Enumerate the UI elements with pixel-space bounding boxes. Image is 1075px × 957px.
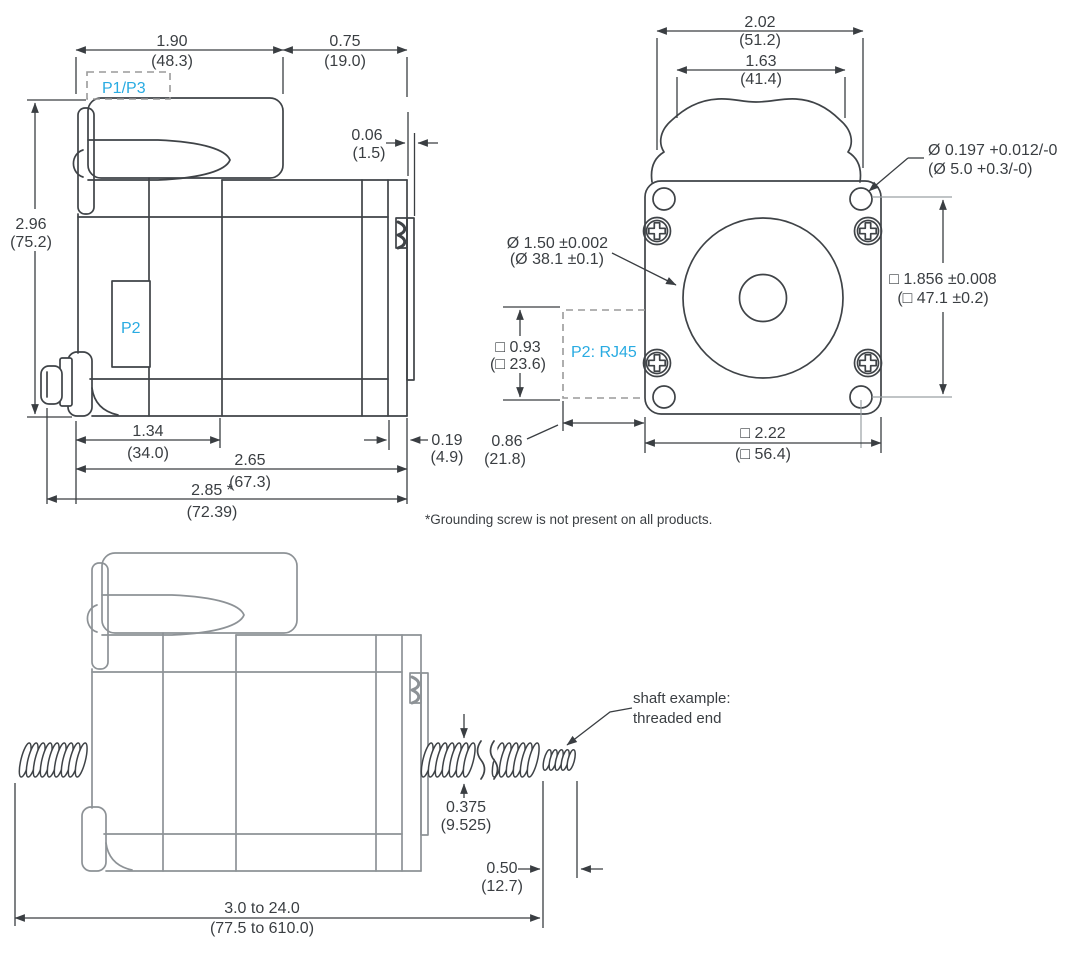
dim-hole-pattern-mm: (□ 47.1 ±0.2) xyxy=(897,290,988,307)
dim-shaft-dia-in: 0.375 xyxy=(446,799,486,816)
dim-cap-length-in: 1.90 xyxy=(156,33,187,50)
side-view-dimension-text: 1.90 (48.3) 0.75 (19.0) 0.06 (1.5) 2.96 … xyxy=(10,33,463,521)
mount-hole-top-left xyxy=(652,187,676,211)
side-view-dimensions xyxy=(27,46,438,504)
dim-frame-mm: (□ 56.4) xyxy=(735,446,791,463)
dim-conn-height-mm: (□ 23.6) xyxy=(490,356,546,373)
dim-mount-hole-mm: (Ø 5.0 +0.3/-0) xyxy=(928,161,1033,178)
dim-mount-hole-in: Ø 0.197 +0.012/-0 xyxy=(928,142,1058,159)
dim-thread-len-mm: (12.7) xyxy=(481,878,523,895)
shaft-callout-line2: threaded end xyxy=(633,710,721,727)
dim-pilot-mm: (Ø 38.1 ±0.1) xyxy=(510,251,604,268)
shaft-view-text: shaft example: threaded end 0.375 (9.525… xyxy=(210,690,731,937)
dim-height-in: 2.96 xyxy=(15,216,46,233)
thread-right-a xyxy=(420,742,476,778)
dim-rear-in: 1.34 xyxy=(132,423,163,440)
shaft-hole xyxy=(738,273,788,323)
dim-boss-in: 0.06 xyxy=(351,127,382,144)
dim-flange-in: 0.19 xyxy=(431,432,462,449)
p2-label: P2 xyxy=(121,320,141,337)
dim-cap-width-mm: (51.2) xyxy=(739,32,781,49)
dim-shaft-dia-mm: (9.525) xyxy=(441,817,492,834)
leadscrew-threads xyxy=(18,742,576,778)
front-view-dimension-text: 2.02 (51.2) 1.63 (41.4) Ø 0.197 +0.012/-… xyxy=(484,14,1057,468)
dim-shaft-range-mm: (77.5 to 610.0) xyxy=(210,920,314,937)
dim-boss-mm: (1.5) xyxy=(353,145,386,162)
dim-overall-length-mm: (72.39) xyxy=(187,504,238,521)
dim-conn-offset-mm: (21.8) xyxy=(484,451,526,468)
dim-overall-length-in: 2.85 * xyxy=(191,482,233,499)
front-view-dimensions xyxy=(503,27,952,453)
shaft-callout-line1: shaft example: xyxy=(633,690,731,707)
motor-front-outline xyxy=(642,97,883,415)
dim-front-length-mm: (19.0) xyxy=(324,53,366,70)
dim-height-mm: (75.2) xyxy=(10,234,52,251)
mount-hole-top-right xyxy=(849,187,873,211)
dim-shaft-range-in: 3.0 to 24.0 xyxy=(224,900,300,917)
dim-frame-in: □ 2.22 xyxy=(740,425,785,442)
dim-flange-mm: (4.9) xyxy=(431,449,464,466)
p1-p3-dashed-outline xyxy=(86,71,171,100)
dim-cap-width-in: 2.02 xyxy=(744,14,775,31)
thread-right-b xyxy=(491,742,540,778)
thread-left xyxy=(18,742,88,778)
connector-cover-bump xyxy=(650,97,862,183)
shaft-view-dimensions xyxy=(14,707,633,928)
side-view: P2 P1/P3 xyxy=(10,33,463,521)
dim-cap-inner-in: 1.63 xyxy=(745,53,776,70)
dim-body-length-mm: (67.3) xyxy=(229,474,271,491)
dim-cap-inner-mm: (41.4) xyxy=(740,71,782,88)
front-view: P2: RJ45 xyxy=(484,14,1057,468)
assembly-screws xyxy=(642,216,883,378)
p2-connector-side xyxy=(111,280,151,368)
dim-cap-length-mm: (48.3) xyxy=(151,53,193,70)
grounding-screw-footnote: *Grounding screw is not present on all p… xyxy=(425,512,712,527)
grounding-screw xyxy=(40,357,73,407)
dim-front-length-in: 0.75 xyxy=(329,33,360,50)
motor-side-outline-gray xyxy=(80,551,430,873)
shaft-view: shaft example: threaded end 0.375 (9.525… xyxy=(14,551,731,937)
shaft-break-symbol xyxy=(476,740,499,780)
dim-hole-pattern-in: □ 1.856 ±0.008 xyxy=(889,271,997,288)
rj45-dashed-outline xyxy=(562,309,645,399)
dim-rear-mm: (34.0) xyxy=(127,445,169,462)
dim-conn-height-in: □ 0.93 xyxy=(495,339,540,356)
mounting-flange-plate xyxy=(644,180,882,415)
dim-conn-offset-in: 0.86 xyxy=(491,433,522,450)
p1-p3-label: P1/P3 xyxy=(102,80,146,97)
thread-tip xyxy=(542,749,576,771)
dim-thread-len-in: 0.50 xyxy=(486,860,517,877)
mount-hole-bottom-left xyxy=(652,385,676,409)
p2-rj45-label: P2: RJ45 xyxy=(571,344,637,361)
dim-body-length-in: 2.65 xyxy=(234,452,265,469)
pilot-circle xyxy=(682,217,844,379)
dim-pilot-in: Ø 1.50 ±0.002 xyxy=(507,235,608,252)
